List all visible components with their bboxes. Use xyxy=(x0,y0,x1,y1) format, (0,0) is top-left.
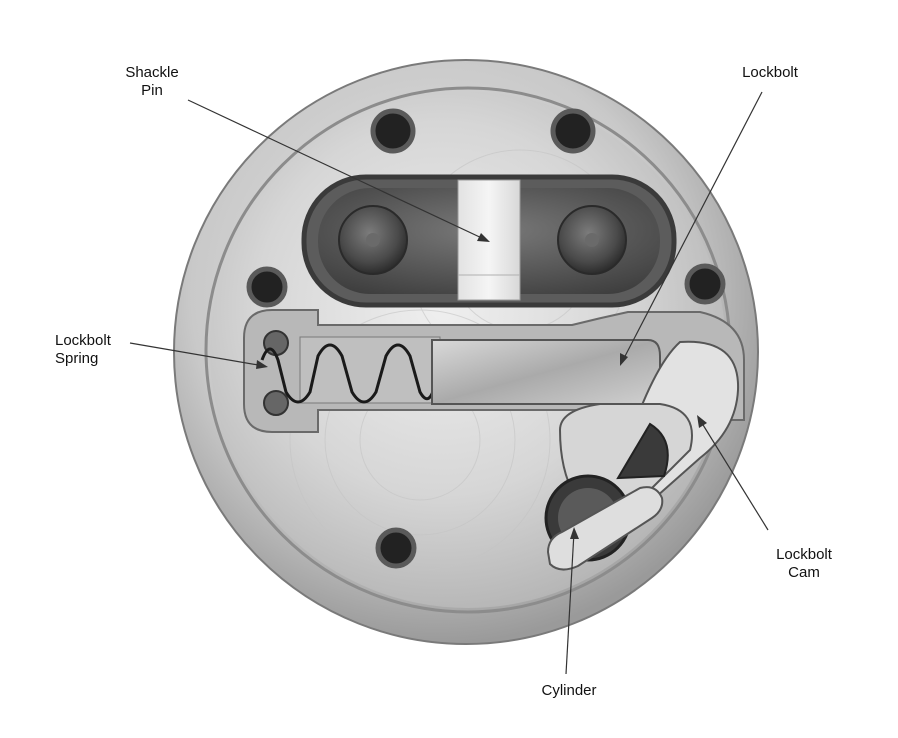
leader-arrowheads xyxy=(256,233,707,539)
cylinder-label: Cylinder xyxy=(524,682,614,700)
lockbolt-spring-leader xyxy=(129,342,265,367)
lockbolt-spring-label-line2: Spring xyxy=(55,350,99,367)
shackle-pin-leader xyxy=(187,99,487,241)
lockbolt-label-line1: Lockbolt xyxy=(742,64,798,81)
leader-lines xyxy=(129,91,769,675)
lockbolt-arrowhead xyxy=(620,353,628,366)
lockbolt-cam-leader xyxy=(699,419,769,531)
lockbolt xyxy=(431,339,661,405)
lockbolt-label: Lockbolt xyxy=(730,64,810,82)
screw-hole xyxy=(375,527,417,569)
lockbolt-spring-label: Lockbolt Spring xyxy=(55,332,135,368)
lockbolt-spring-label-line1: Lockbolt xyxy=(55,332,111,349)
cylinder-label-line1: Cylinder xyxy=(541,682,597,699)
cam-window xyxy=(616,422,669,480)
screw-hole xyxy=(550,108,596,154)
shackle-pin-label: Shackle Pin xyxy=(112,64,192,100)
lockbolt-cam-label-line2: Cam xyxy=(788,564,820,581)
cylinder-leader xyxy=(565,531,575,675)
lockbolt-cam-label: Lockbolt Cam xyxy=(764,546,844,582)
spring-post-bottom xyxy=(263,390,289,416)
lockbolt-spring-arrowhead xyxy=(256,360,268,369)
screw-hole xyxy=(246,266,288,308)
screw-hole xyxy=(370,108,416,154)
shackle-pin-arrowhead xyxy=(477,233,490,242)
cylinder-arrowhead xyxy=(570,527,579,539)
lockbolt-spring xyxy=(260,343,438,404)
lockbolt-cam-arrowhead xyxy=(697,415,707,428)
lockbolt-cam-label-line1: Lockbolt xyxy=(776,546,832,563)
shackle-pin-block xyxy=(457,179,521,301)
shackle-pin-label-line2: Pin xyxy=(141,82,163,99)
shackle-pin-label-line1: Shackle xyxy=(125,64,179,81)
screw-holes xyxy=(246,108,726,569)
screw-hole xyxy=(684,263,726,305)
lockbolt-leader xyxy=(621,91,763,363)
